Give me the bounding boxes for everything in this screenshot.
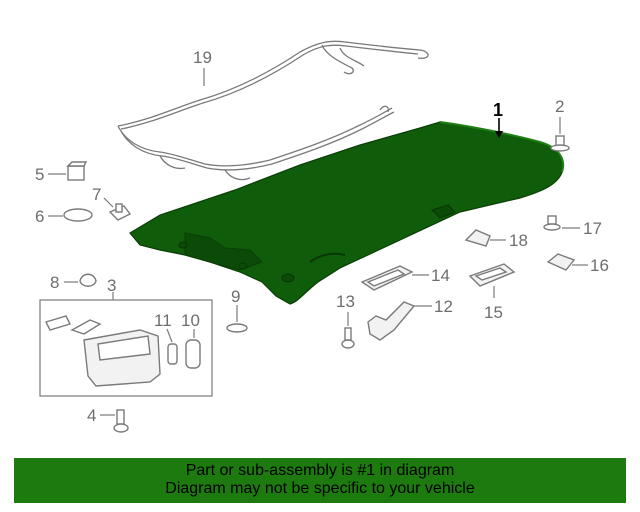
callout-10: 10 bbox=[181, 311, 200, 330]
wiring-harness-part-19[interactable] bbox=[117, 40, 429, 181]
clip-part-2[interactable] bbox=[550, 135, 570, 152]
callout-9: 9 bbox=[231, 287, 240, 306]
callout-15: 15 bbox=[484, 303, 503, 322]
cover-part-10[interactable] bbox=[185, 339, 201, 369]
bracket-part-7[interactable] bbox=[108, 203, 132, 221]
screw-part-4[interactable] bbox=[113, 409, 129, 433]
callout-11: 11 bbox=[154, 311, 172, 330]
callout-18: 18 bbox=[509, 231, 528, 250]
callout-13: 13 bbox=[336, 292, 355, 311]
callout-17: 17 bbox=[583, 219, 602, 238]
banner-line-1: Part or sub-assembly is #1 in diagram bbox=[185, 462, 455, 479]
parts-diagram: 19 1 2 5 7 6 8 bbox=[35, 40, 609, 433]
callout-6: 6 bbox=[35, 207, 44, 226]
callout-14: 14 bbox=[431, 266, 450, 285]
callout-7: 7 bbox=[92, 185, 101, 204]
lamp-part-15[interactable] bbox=[468, 263, 516, 287]
sun-visor-group-box bbox=[39, 299, 213, 397]
grab-handle-part-12[interactable] bbox=[367, 301, 416, 341]
lamp-part-14[interactable] bbox=[360, 265, 414, 291]
callout-19: 19 bbox=[193, 48, 212, 67]
callout-2: 2 bbox=[555, 97, 564, 116]
clip-part-18[interactable] bbox=[464, 229, 491, 247]
washer-part-9[interactable] bbox=[226, 323, 248, 333]
callout-1: 1 bbox=[493, 100, 503, 120]
clip-part-8[interactable] bbox=[79, 273, 97, 287]
callout-12: 12 bbox=[434, 297, 453, 316]
callout-4: 4 bbox=[87, 406, 96, 425]
clip-part-17[interactable] bbox=[543, 215, 561, 231]
callout-5: 5 bbox=[35, 165, 44, 184]
banner-line-2: Diagram may not be specific to your vehi… bbox=[165, 480, 475, 497]
callout-16: 16 bbox=[590, 256, 609, 275]
info-banner: Part or sub-assembly is #1 in diagram Di… bbox=[14, 458, 626, 503]
callout-3: 3 bbox=[107, 276, 116, 295]
clip-part-16[interactable] bbox=[546, 253, 576, 271]
pin-part-11[interactable] bbox=[167, 343, 178, 365]
callout-8: 8 bbox=[50, 273, 59, 292]
clip-part-5[interactable] bbox=[66, 161, 88, 181]
bolt-part-13[interactable] bbox=[341, 327, 355, 349]
headliner-part-1[interactable] bbox=[129, 121, 565, 305]
pad-part-6[interactable] bbox=[63, 208, 93, 222]
sun-visor-part-3[interactable] bbox=[45, 315, 161, 387]
